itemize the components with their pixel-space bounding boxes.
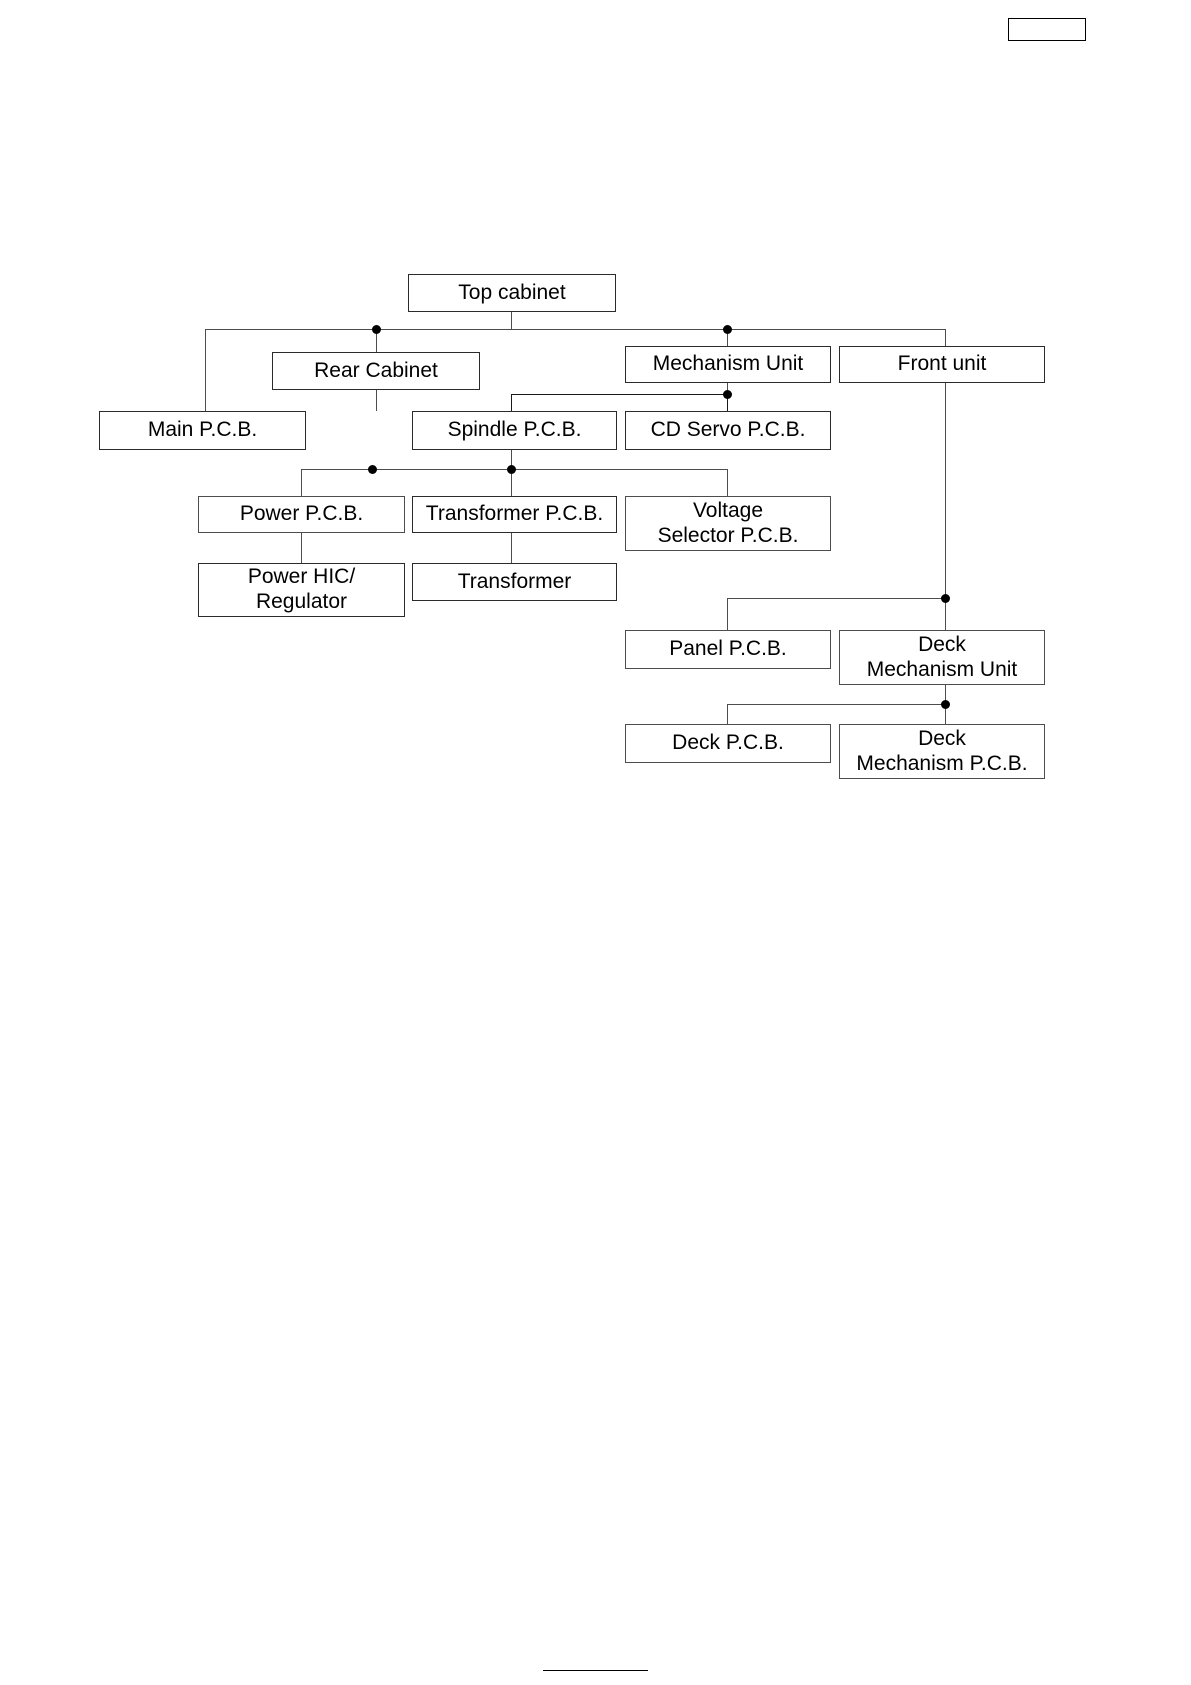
node-power-pcb[interactable]: Power P.C.B.: [198, 496, 405, 533]
node-front-unit[interactable]: Front unit: [839, 346, 1045, 383]
connector-bus-deck: [727, 704, 946, 705]
node-deck-mechanism-unit[interactable]: Deck Mechanism Unit: [839, 630, 1045, 685]
node-deck-mechanism-pcb[interactable]: Deck Mechanism P.C.B.: [839, 724, 1045, 779]
connector-to-deck-mechanism-unit: [945, 598, 946, 630]
connector-to-deck-pcb: [727, 704, 728, 724]
connector-to-main-pcb: [205, 329, 206, 411]
connector-to-transformer-pcb: [511, 469, 512, 497]
junction-dot-cd-servo: [723, 390, 732, 399]
connector-mechanism-unit-stem: [727, 383, 728, 394]
connector-power-to-hic: [301, 533, 302, 563]
connector-to-panel-pcb: [727, 598, 728, 630]
connector-bus-front-unit: [727, 598, 946, 599]
junction-dot-mechanism-unit: [723, 325, 732, 334]
connector-bus-level1: [205, 329, 946, 330]
connector-spindle-stem: [511, 450, 512, 469]
connector-to-power-pcb: [301, 469, 302, 497]
junction-dot-level3-a: [368, 465, 377, 474]
connector-top-cabinet-stem: [511, 312, 512, 329]
connector-to-cd-servo-pcb: [727, 394, 728, 411]
connector-rear-cabinet-stem: [376, 390, 377, 411]
connector-to-spindle-pcb: [511, 394, 512, 411]
node-main-pcb[interactable]: Main P.C.B.: [99, 411, 306, 450]
connector-transformer-pcb-to-transformer: [511, 533, 512, 563]
node-mechanism-unit[interactable]: Mechanism Unit: [625, 346, 831, 383]
header-empty-box: [1008, 18, 1086, 41]
node-voltage-selector-pcb[interactable]: Voltage Selector P.C.B.: [625, 496, 831, 551]
junction-dot-front-unit: [941, 594, 950, 603]
node-power-hic-regulator[interactable]: Power HIC/ Regulator: [198, 563, 405, 617]
connector-to-voltage-selector-pcb: [727, 469, 728, 497]
connector-to-front-unit: [945, 329, 946, 346]
node-cd-servo-pcb[interactable]: CD Servo P.C.B.: [625, 411, 831, 450]
connector-deck-mech-stem: [945, 685, 946, 704]
connector-bus-mechanism: [511, 394, 728, 395]
page-bottom-rule: [543, 1670, 648, 1671]
node-panel-pcb[interactable]: Panel P.C.B.: [625, 630, 831, 669]
node-transformer[interactable]: Transformer: [412, 563, 617, 601]
connector-to-rear-cabinet: [376, 329, 377, 352]
junction-dot-level3-b: [507, 465, 516, 474]
node-transformer-pcb[interactable]: Transformer P.C.B.: [412, 496, 617, 533]
node-deck-pcb[interactable]: Deck P.C.B.: [625, 724, 831, 763]
connector-to-deck-mechanism-pcb: [945, 704, 946, 724]
junction-dot-rear-cabinet: [372, 325, 381, 334]
connector-front-unit-stem: [945, 383, 946, 598]
node-top-cabinet[interactable]: Top cabinet: [408, 274, 616, 312]
node-rear-cabinet[interactable]: Rear Cabinet: [272, 352, 480, 390]
junction-dot-deck: [941, 700, 950, 709]
connector-to-mechanism-unit: [727, 329, 728, 346]
node-spindle-pcb[interactable]: Spindle P.C.B.: [412, 411, 617, 450]
